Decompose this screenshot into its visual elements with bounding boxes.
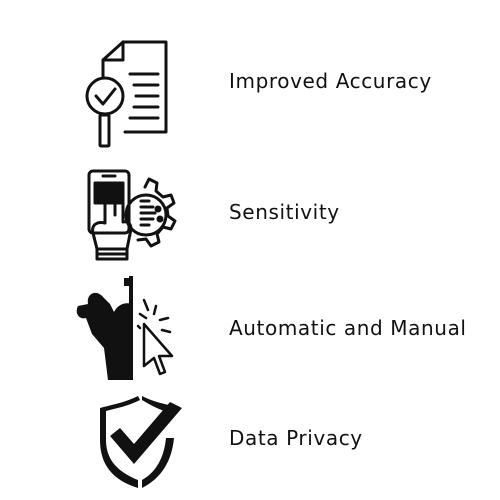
document-checkmark-magnifier-icon bbox=[85, 40, 168, 148]
hand-touch-screen-gear-icon bbox=[87, 169, 177, 261]
feature-label: Automatic and Manual bbox=[229, 316, 467, 340]
feature-label: Sensitivity bbox=[229, 200, 340, 224]
shield-checkmark-icon bbox=[100, 396, 182, 488]
feature-label: Improved Accuracy bbox=[229, 69, 432, 93]
feature-row-improved-accuracy: Improved Accuracy bbox=[0, 30, 500, 150]
feature-label: Data Privacy bbox=[229, 426, 363, 450]
feature-row-data-privacy: Data Privacy bbox=[0, 392, 500, 492]
robot-cursor-click-icon bbox=[76, 276, 174, 380]
feature-row-automatic-and-manual: Automatic and Manual bbox=[0, 272, 500, 382]
feature-row-sensitivity: Sensitivity bbox=[0, 160, 500, 265]
